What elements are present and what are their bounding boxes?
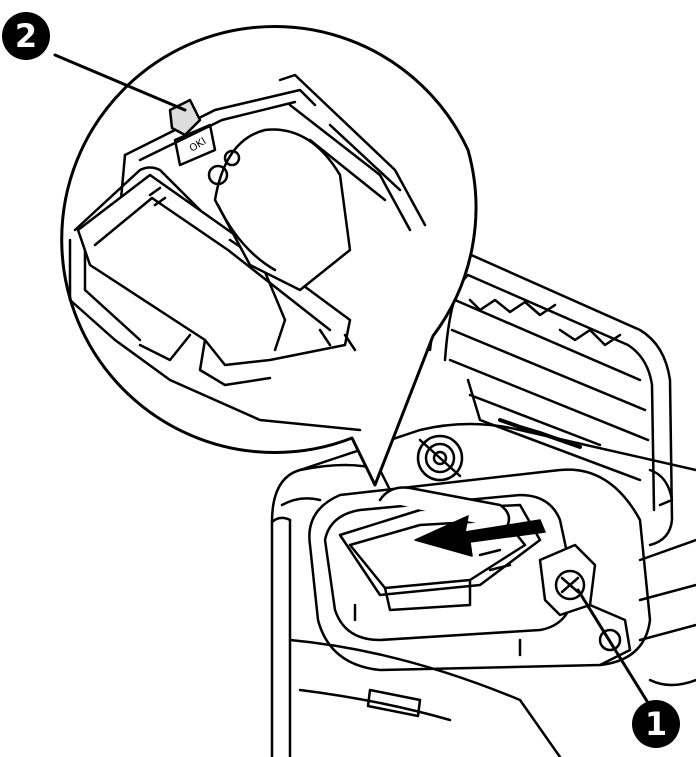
drum-lock-tab: [168, 98, 202, 137]
callout-number: 1: [644, 705, 668, 743]
leader-line-1: [576, 588, 652, 708]
magnified-detail: [60, 25, 478, 487]
top-cover: [416, 248, 674, 547]
drum-unit: [308, 468, 652, 672]
callout-badge-1: 1: [632, 700, 680, 748]
insertion-arrow: [414, 515, 546, 557]
callout-number: 2: [14, 17, 38, 55]
callout-badge-2: 2: [2, 12, 50, 60]
leader-line-2: [53, 53, 187, 112]
printer-body: [270, 422, 696, 757]
